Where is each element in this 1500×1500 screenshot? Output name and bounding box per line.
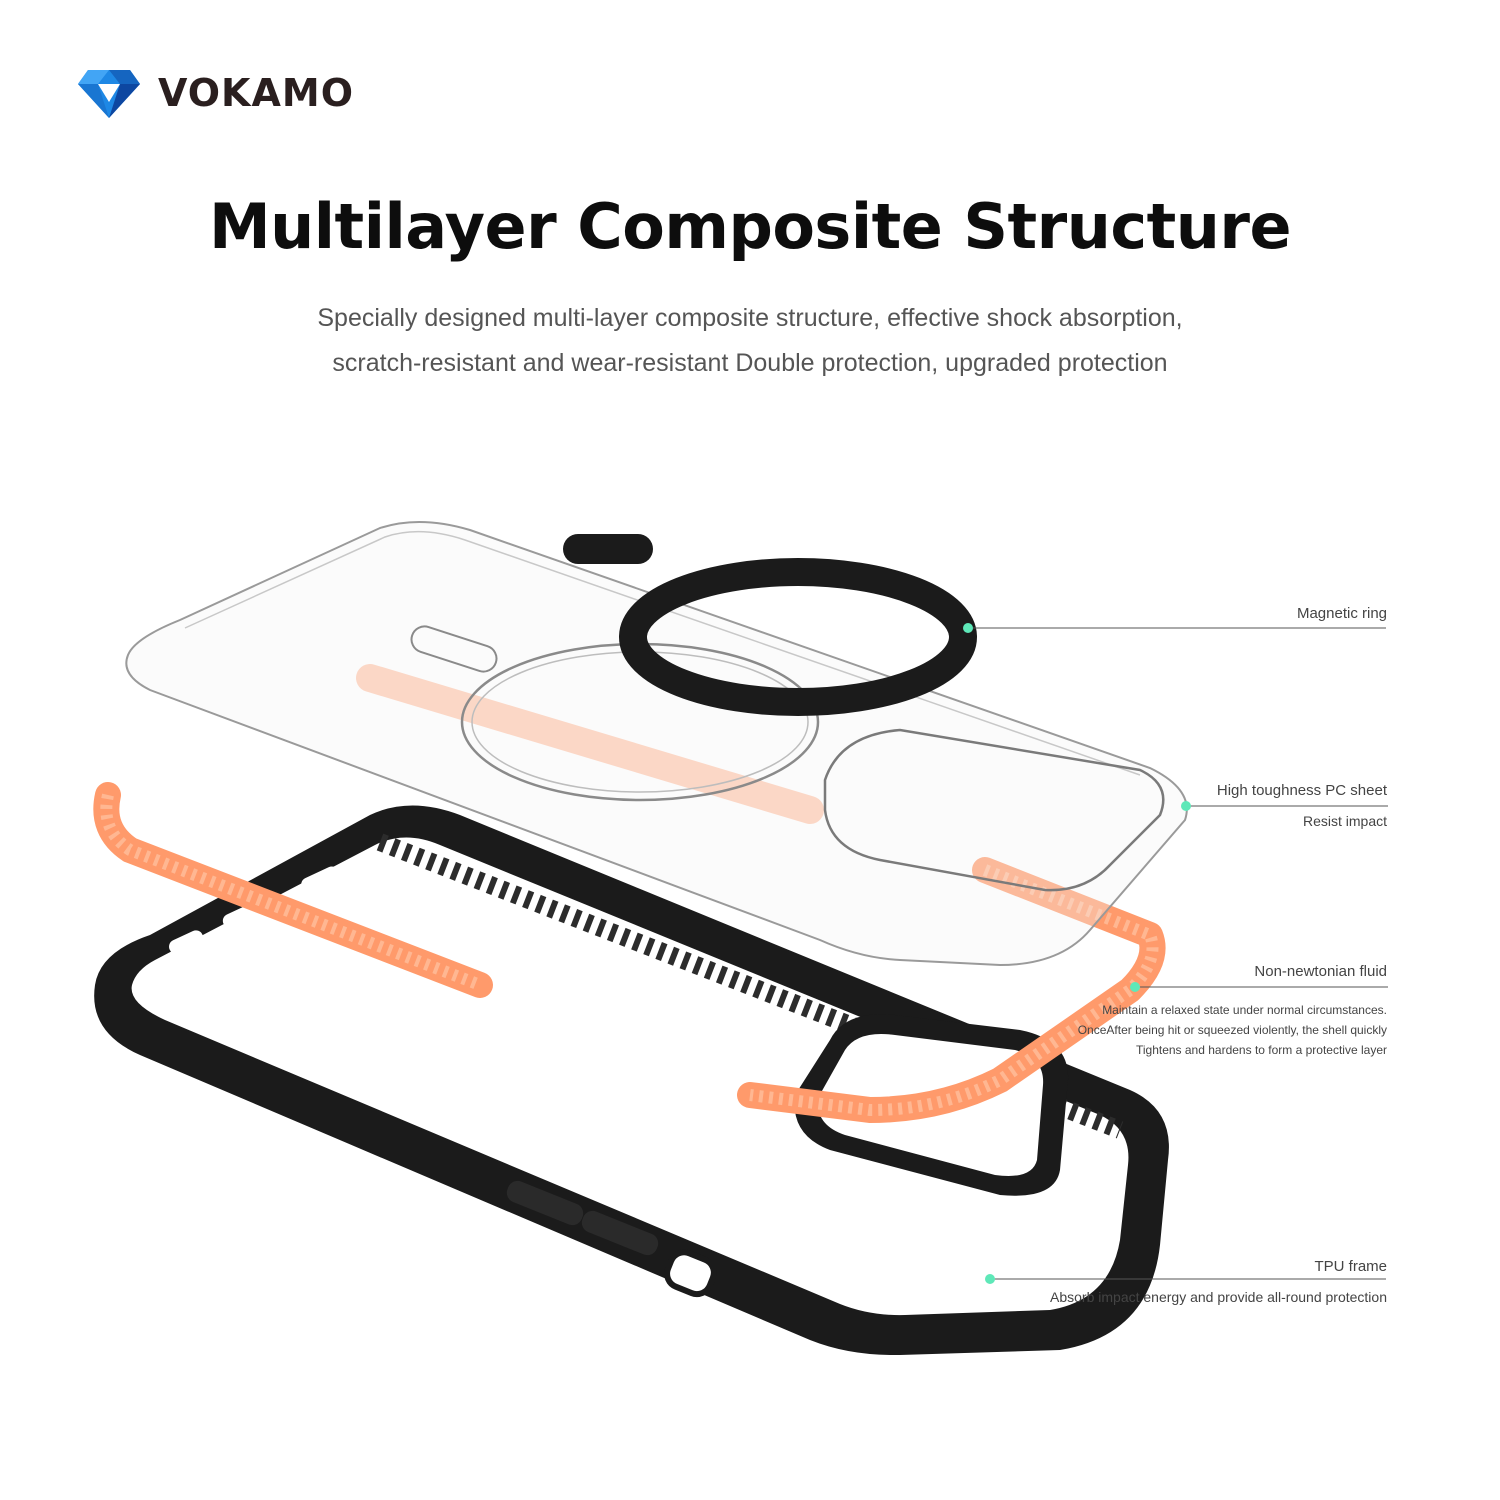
callout-fluid-desc-3: Tightens and hardens to form a protectiv… [1135,1043,1387,1057]
callout-fluid-desc-1: Maintain a relaxed state under normal ci… [1102,1003,1387,1017]
brand-logo: VOKAMO [78,68,354,118]
subtitle-line-2: scratch-resistant and wear-resistant Dou… [332,349,1168,377]
callout-tpu-frame-desc: Absorb impact energy and provide all-rou… [1050,1289,1387,1305]
pc-sheet-illustration [125,521,1188,967]
callout-magnetic-ring-title: Magnetic ring [1296,605,1387,622]
magnetic-ring-illustration [563,534,977,716]
callout-pc-sheet-title: High toughness PC sheet [1216,782,1387,799]
callout-leaders [963,623,1388,1284]
callout-tpu-frame-title: TPU frame [1314,1258,1387,1275]
page-title: Multilayer Composite Structure [208,190,1292,263]
callout-pc-sheet-desc: Resist impact [1302,813,1387,829]
diamond-logo-icon [78,70,140,118]
callout-fluid-desc-2: OnceAfter being hit or squeezed violentl… [1077,1023,1387,1037]
subtitle-line-1: Specially designed multi-layer composite… [317,304,1183,332]
brand-name: VOKAMO [158,71,355,115]
callout-fluid-title: Non-newtonian fluid [1254,963,1387,980]
